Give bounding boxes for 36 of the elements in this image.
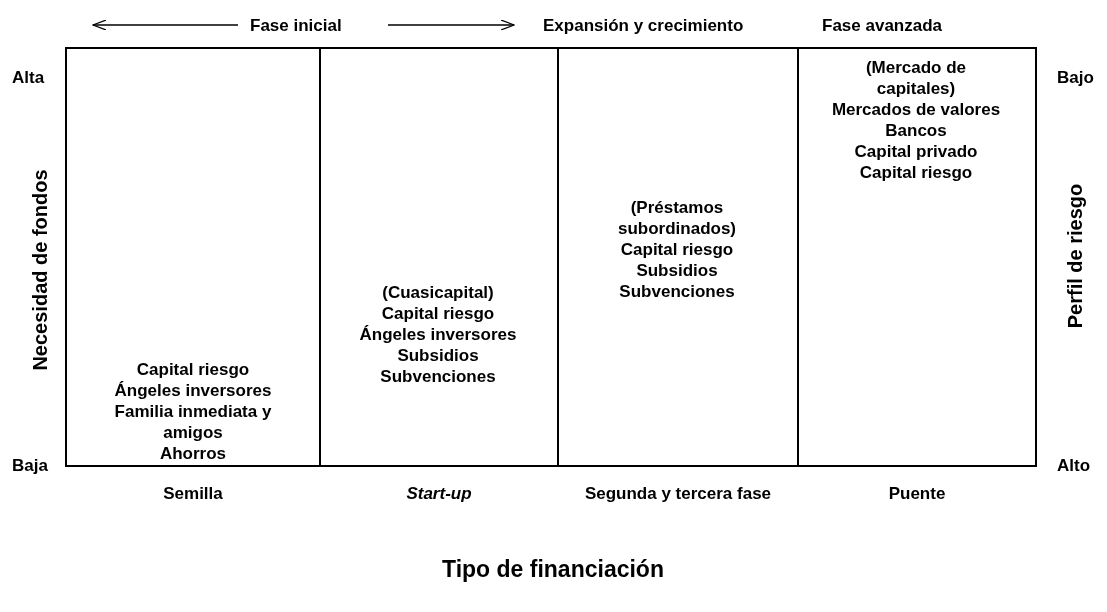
funding-source-text: Capital privado xyxy=(853,141,979,162)
funding-source-text: Ahorros xyxy=(158,443,228,464)
stage-label: Semilla xyxy=(163,484,223,504)
axis-title: Perfil de riesgo xyxy=(1063,183,1087,329)
funding-source-text: Capital riesgo xyxy=(858,162,974,183)
funding-column xyxy=(557,47,799,467)
axis-level-label: Baja xyxy=(12,456,48,476)
stage-label: Segunda y tercera fase xyxy=(584,484,772,504)
funding-column xyxy=(65,47,321,467)
funding-source-text: Capital riesgo xyxy=(619,239,735,260)
chart-title: Tipo de financiación xyxy=(442,556,664,583)
axis-title: Necesidad de fondos xyxy=(28,169,52,371)
axis-level-label: Alta xyxy=(12,68,45,88)
funding-source-text: Subvenciones xyxy=(379,366,497,387)
funding-source-text: Bancos xyxy=(884,120,948,141)
axis-level-label: Bajo xyxy=(1057,68,1094,88)
funding-source-text: Subsidios xyxy=(635,260,719,281)
funding-source-text: (Cuasicapital) xyxy=(381,282,495,303)
funding-column xyxy=(797,47,1037,467)
phase-heading: Fase avanzada xyxy=(822,16,942,36)
funding-source-text: Subsidios xyxy=(396,345,480,366)
funding-column xyxy=(319,47,559,467)
axis-level-label: Alto xyxy=(1057,456,1091,476)
funding-source-text: Mercados de valores xyxy=(831,99,1001,120)
funding-source-text: Familia inmediata y amigos xyxy=(113,401,273,443)
funding-source-text: Subvenciones xyxy=(618,281,736,302)
phase-heading: Fase inicial xyxy=(250,16,342,36)
stage-label: Start-up xyxy=(406,484,472,504)
funding-source-text: Ángeles inversores xyxy=(358,324,518,345)
funding-source-text: Ángeles inversores xyxy=(113,380,273,401)
funding-source-text: (Mercado de capitales) xyxy=(864,57,968,99)
stage-label: Puente xyxy=(888,484,946,504)
funding-source-text: Capital riesgo xyxy=(135,359,251,380)
funding-source-text: Capital riesgo xyxy=(380,303,496,324)
funding-source-text: (Préstamos subordinados) xyxy=(616,197,738,239)
phase-heading: Expansión y crecimiento xyxy=(543,16,744,36)
